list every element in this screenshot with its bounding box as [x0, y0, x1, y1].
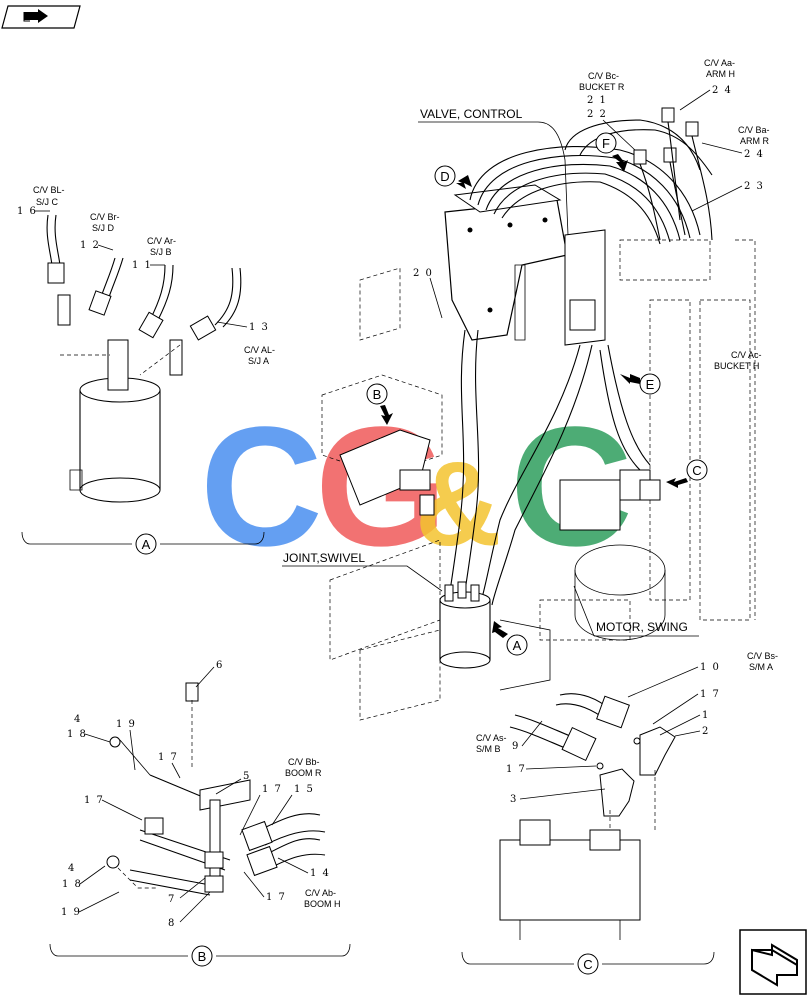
section-c-detail — [461, 693, 715, 965]
svg-text:1 7: 1 7 — [262, 784, 282, 795]
svg-text:C/V As-: C/V As- — [476, 733, 507, 743]
svg-text:2: 2 — [702, 726, 710, 737]
svg-text:BOOM H: BOOM H — [304, 899, 341, 909]
svg-text:ARM R: ARM R — [740, 136, 770, 146]
svg-text:A: A — [513, 638, 522, 653]
svg-text:S/J B: S/J B — [150, 247, 172, 257]
svg-text:1 6: 1 6 — [17, 206, 37, 217]
watermark-letter-1: C — [200, 392, 323, 582]
section-a-circle: A — [135, 533, 157, 555]
svg-text:B: B — [373, 387, 382, 402]
marker-a-main: A — [492, 621, 528, 656]
svg-text:1 9: 1 9 — [116, 719, 136, 730]
marker-e: E — [620, 373, 661, 395]
marker-d: D — [434, 165, 472, 189]
svg-text:C/V Ar-: C/V Ar- — [147, 236, 176, 246]
svg-text:1 7: 1 7 — [506, 764, 526, 775]
marker-f: F — [595, 132, 628, 172]
svg-text:1 7: 1 7 — [266, 892, 286, 903]
svg-text:1: 1 — [702, 710, 710, 721]
main-assembly — [321, 107, 756, 721]
svg-text:7: 7 — [168, 894, 176, 905]
svg-text:2 1: 2 1 — [587, 95, 607, 106]
svg-text:C/V Ba-: C/V Ba- — [738, 125, 770, 135]
svg-text:F: F — [602, 136, 610, 151]
svg-text:B: B — [198, 949, 207, 964]
valve-control-label: VALVE, CONTROL — [420, 107, 523, 121]
svg-text:1 5: 1 5 — [294, 784, 314, 795]
svg-text:2 2: 2 2 — [587, 109, 607, 120]
next-page-icon[interactable] — [739, 929, 807, 995]
svg-text:C/V Aa-: C/V Aa- — [704, 58, 735, 68]
svg-text:3: 3 — [510, 794, 518, 805]
svg-text:C/V Bs-: C/V Bs- — [747, 651, 778, 661]
svg-text:BUCKET H: BUCKET H — [714, 361, 759, 371]
svg-text:C/V Br-: C/V Br- — [90, 212, 120, 222]
svg-text:1 0: 1 0 — [700, 662, 720, 673]
svg-text:1 8: 1 8 — [62, 879, 82, 890]
svg-text:S/J D: S/J D — [92, 223, 115, 233]
joint-swivel-label: JOINT,SWIVEL — [283, 551, 365, 565]
marker-c-main: C — [666, 459, 708, 488]
svg-text:S/J C: S/J C — [36, 197, 59, 207]
svg-text:1 1: 1 1 — [132, 260, 152, 271]
svg-text:A: A — [142, 537, 151, 552]
part-numbers: 2 1 2 2 2 4 2 4 2 3 2 0 1 6 1 2 1 1 1 3 … — [17, 85, 764, 929]
svg-text:S/M A: S/M A — [749, 662, 773, 672]
hose-labels: C/V Bc- BUCKET R C/V Aa- ARM H C/V Ba- A… — [33, 58, 778, 909]
svg-text:C/V Bb-: C/V Bb- — [288, 757, 320, 767]
svg-text:D: D — [440, 169, 449, 184]
svg-text:C: C — [583, 957, 592, 972]
top-fittings — [633, 107, 713, 241]
svg-text:2 0: 2 0 — [413, 268, 433, 279]
swivel-joint — [439, 581, 491, 669]
section-b-circle: B — [191, 945, 213, 967]
svg-text:S/M B: S/M B — [476, 744, 501, 754]
svg-text:E: E — [646, 377, 655, 392]
prev-page-icon[interactable] — [1, 5, 81, 29]
section-b-detail — [49, 682, 351, 957]
svg-text:2 3: 2 3 — [744, 181, 764, 192]
svg-text:1 9: 1 9 — [61, 907, 81, 918]
svg-text:1 3: 1 3 — [249, 322, 269, 333]
svg-text:1 7: 1 7 — [700, 689, 720, 700]
svg-text:1 2: 1 2 — [80, 240, 100, 251]
svg-text:C/V BL-: C/V BL- — [33, 185, 65, 195]
marker-b-main: B — [366, 383, 393, 425]
svg-text:1 4: 1 4 — [310, 868, 330, 879]
svg-text:2 4: 2 4 — [712, 85, 732, 96]
svg-text:S/J A: S/J A — [248, 356, 269, 366]
svg-text:BOOM R: BOOM R — [285, 768, 322, 778]
svg-text:4: 4 — [74, 714, 82, 725]
svg-text:BUCKET R: BUCKET R — [579, 82, 625, 92]
section-c-circle: C — [577, 953, 599, 975]
svg-text:5: 5 — [243, 771, 251, 782]
watermark: C G & C — [200, 392, 633, 582]
swing-motor — [559, 469, 661, 531]
svg-text:6: 6 — [216, 660, 224, 671]
svg-text:4: 4 — [68, 863, 76, 874]
svg-text:C: C — [692, 463, 701, 478]
svg-text:C/V AL-: C/V AL- — [244, 345, 275, 355]
svg-text:2 4: 2 4 — [744, 149, 764, 160]
svg-text:C/V Bc-: C/V Bc- — [588, 71, 619, 81]
svg-text:ARM H: ARM H — [706, 69, 735, 79]
svg-text:C/V Ac-: C/V Ac- — [731, 350, 762, 360]
svg-text:8: 8 — [168, 918, 176, 929]
svg-text:1 7: 1 7 — [84, 795, 104, 806]
svg-text:1 8: 1 8 — [67, 729, 87, 740]
section-a-detail — [21, 214, 265, 545]
svg-text:C/V Ab-: C/V Ab- — [305, 888, 336, 898]
svg-text:1 7: 1 7 — [158, 752, 178, 763]
motor-swing-label: MOTOR, SWING — [596, 620, 688, 634]
svg-text:9: 9 — [512, 741, 520, 752]
